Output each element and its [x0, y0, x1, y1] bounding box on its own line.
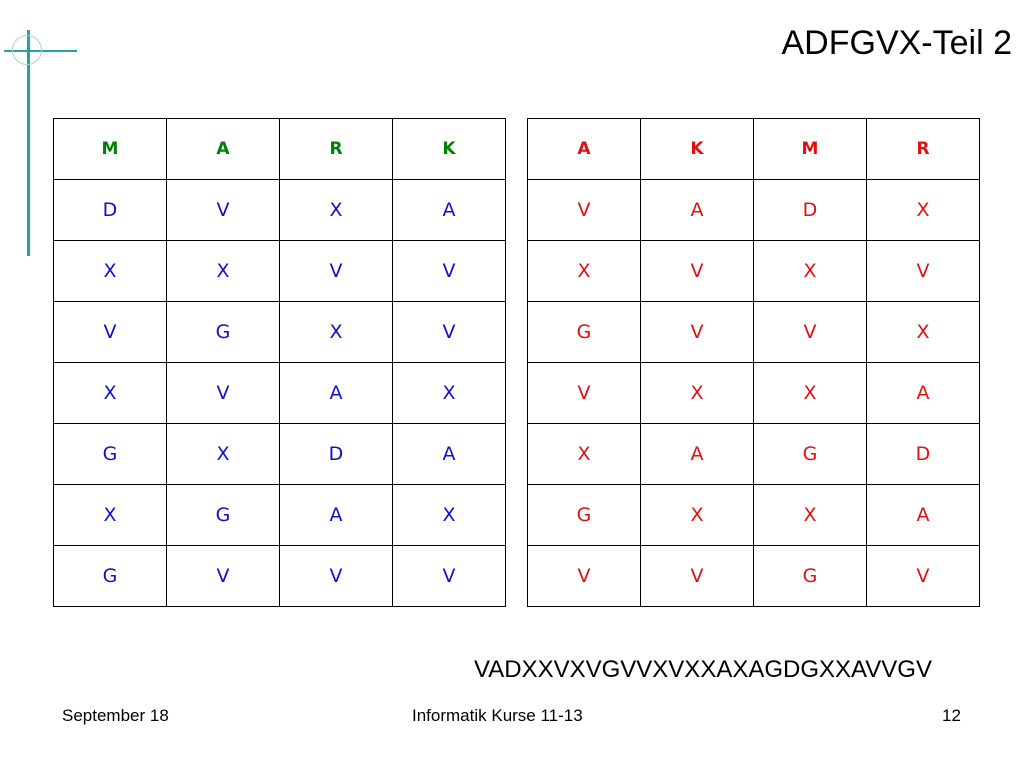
table-cell: X	[166, 240, 280, 302]
table-cell: A	[279, 484, 393, 546]
table-cell: A	[640, 179, 754, 241]
table-cell: G	[53, 423, 167, 485]
footer-date: September 18	[62, 706, 169, 725]
header-cell: R	[279, 118, 393, 180]
table-cell: X	[640, 362, 754, 424]
table-cell: V	[166, 179, 280, 241]
table-cell: A	[279, 362, 393, 424]
table-cell: A	[640, 423, 754, 485]
table-cell: X	[392, 484, 506, 546]
ciphertext: VADXXVXVGVVXVXXAXAGDGXXAVVGV	[474, 656, 932, 683]
header-cell: K	[640, 118, 754, 180]
footer-page-number: 12	[942, 706, 961, 725]
table-cell: X	[753, 484, 867, 546]
header-cell: M	[53, 118, 167, 180]
table-cell: G	[53, 545, 167, 607]
table-cell: V	[392, 545, 506, 607]
table-cell: X	[53, 362, 167, 424]
table-cell: V	[640, 301, 754, 363]
table-cell: V	[527, 179, 641, 241]
table-cell: X	[53, 484, 167, 546]
table-cell: G	[527, 484, 641, 546]
table-cell: V	[527, 545, 641, 607]
table-cell: V	[392, 240, 506, 302]
table-cell: A	[392, 423, 506, 485]
table-cell: V	[866, 545, 980, 607]
table-cell: V	[392, 301, 506, 363]
table-cell: D	[53, 179, 167, 241]
table-cell: X	[640, 484, 754, 546]
table-cell: X	[279, 301, 393, 363]
table-cell: X	[753, 362, 867, 424]
table-cell: V	[166, 545, 280, 607]
table-cell: X	[527, 240, 641, 302]
table-cell: V	[53, 301, 167, 363]
table-cell: D	[279, 423, 393, 485]
table-cell: V	[640, 545, 754, 607]
table-cell: G	[527, 301, 641, 363]
table-cell: D	[866, 423, 980, 485]
table-cell: V	[753, 301, 867, 363]
footer-course: Informatik Kurse 11-13	[412, 706, 583, 725]
table-cell: D	[753, 179, 867, 241]
table-cell: G	[166, 484, 280, 546]
table-cell: X	[866, 301, 980, 363]
table-cell: V	[279, 240, 393, 302]
slide-title: ADFGVX-Teil 2	[781, 24, 1013, 62]
table-cell: V	[166, 362, 280, 424]
table-cell: X	[392, 362, 506, 424]
table-cell: X	[53, 240, 167, 302]
table-cell: V	[640, 240, 754, 302]
header-cell: K	[392, 118, 506, 180]
header-cell: A	[527, 118, 641, 180]
table-cell: X	[753, 240, 867, 302]
decorative-crosshair-circle	[12, 35, 42, 65]
table-cell: V	[279, 545, 393, 607]
header-cell: M	[753, 118, 867, 180]
table-cell: G	[753, 545, 867, 607]
table-cell: G	[753, 423, 867, 485]
table-cell: X	[279, 179, 393, 241]
decorative-vertical-line	[27, 30, 30, 256]
header-cell: A	[166, 118, 280, 180]
table-cell: X	[527, 423, 641, 485]
table-cell: A	[866, 484, 980, 546]
header-cell: R	[866, 118, 980, 180]
table-cell: V	[866, 240, 980, 302]
table-cell: X	[866, 179, 980, 241]
table-cell: X	[166, 423, 280, 485]
table-cell: V	[527, 362, 641, 424]
table-cell: G	[166, 301, 280, 363]
table-cell: A	[392, 179, 506, 241]
table-cell: A	[866, 362, 980, 424]
